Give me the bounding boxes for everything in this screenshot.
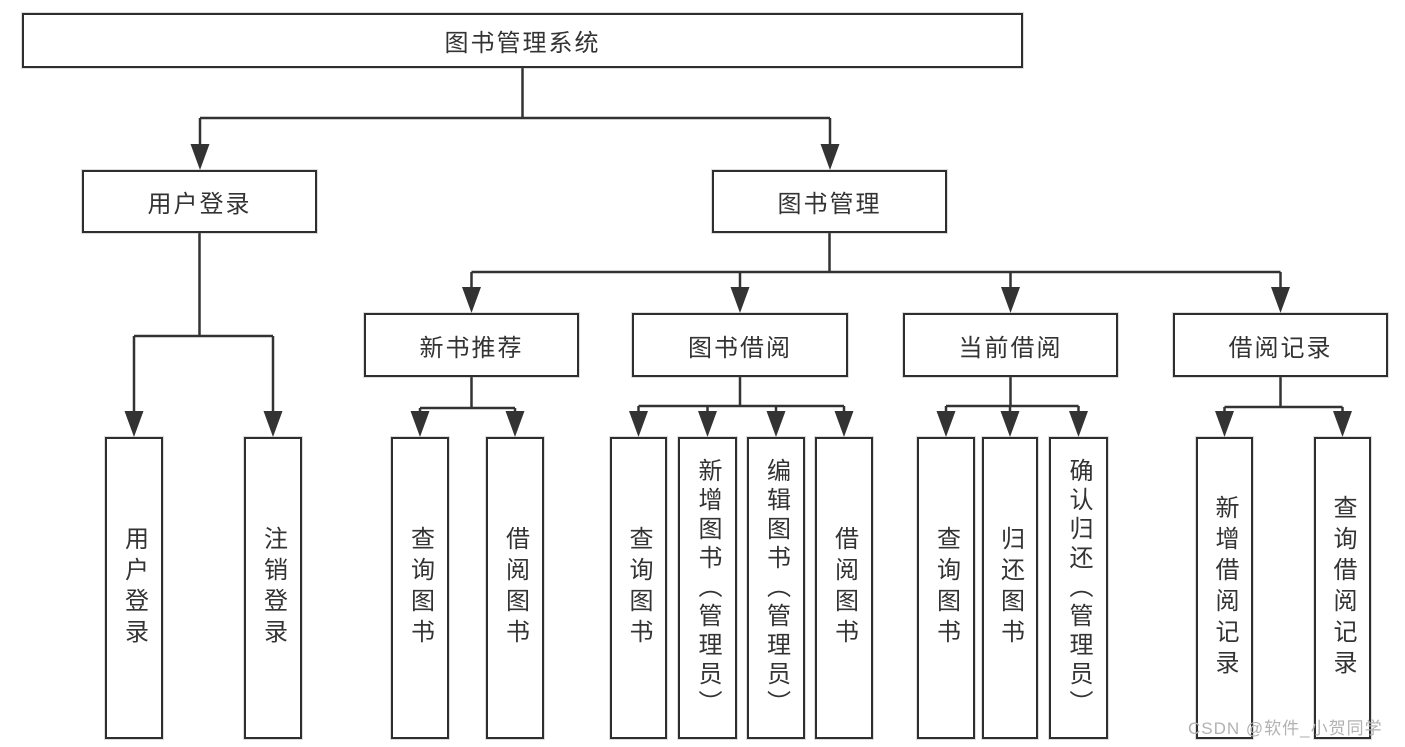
leaf-add-books-admin: 新增图书（管理员）	[678, 437, 737, 739]
leaf-return-books-label: 归还图书	[996, 526, 1024, 650]
node-book-management: 图书管理	[712, 170, 947, 233]
leaf-query-books-current-label: 查询图书	[932, 526, 960, 650]
leaf-borrow-books-borrowing: 借阅图书	[815, 437, 873, 739]
leaf-edit-books-admin-label: 编辑图书（管理员）	[762, 457, 790, 719]
leaf-borrow-books-recommend-label: 借阅图书	[501, 526, 529, 650]
leaf-edit-books-admin: 编辑图书（管理员）	[747, 437, 805, 739]
node-book-borrowing: 图书借阅	[632, 313, 848, 377]
node-borrowing-records: 借阅记录	[1173, 313, 1388, 377]
node-book-borrowing-label: 图书借阅	[688, 334, 792, 362]
csdn-watermark: CSDN @软件_小贺同学	[1188, 719, 1383, 738]
leaf-user-login: 用户登录	[105, 437, 163, 739]
leaf-confirm-return-admin-label: 确认归还（管理员）	[1065, 457, 1092, 719]
leaf-query-books-recommend-label: 查询图书	[406, 526, 434, 650]
leaf-query-borrow-record-label: 查询借阅记录	[1329, 495, 1356, 681]
leaf-add-borrow-record-label: 新增借阅记录	[1211, 495, 1238, 681]
arrowheads	[124, 144, 1352, 437]
leaf-query-books-current: 查询图书	[917, 437, 975, 739]
node-user-login-label: 用户登录	[147, 191, 252, 218]
node-root-system: 图书管理系统	[22, 13, 1023, 68]
leaf-query-borrow-record: 查询借阅记录	[1314, 437, 1371, 739]
leaf-query-books-borrowing-label: 查询图书	[625, 526, 652, 650]
leaf-borrow-books-recommend: 借阅图书	[486, 437, 544, 739]
node-user-login: 用户登录	[82, 170, 317, 233]
leaf-return-books: 归还图书	[982, 437, 1038, 739]
leaf-user-login-label: 用户登录	[120, 526, 148, 650]
node-current-borrowing: 当前借阅	[903, 313, 1118, 377]
leaf-add-borrow-record: 新增借阅记录	[1196, 437, 1253, 739]
node-root-label: 图书管理系统	[444, 30, 601, 57]
node-new-book-recommend-label: 新书推荐	[419, 334, 524, 362]
node-new-book-recommend: 新书推荐	[364, 313, 579, 377]
leaf-add-books-admin-label: 新增图书（管理员）	[694, 457, 721, 719]
leaf-query-books-recommend: 查询图书	[391, 437, 449, 739]
node-book-management-label: 图书管理	[777, 191, 882, 218]
leaf-logout-label: 注销登录	[259, 526, 287, 650]
leaf-borrow-books-borrowing-label: 借阅图书	[830, 526, 858, 650]
leaf-confirm-return-admin: 确认归还（管理员）	[1049, 437, 1108, 739]
node-borrowing-records-label: 借阅记录	[1228, 334, 1333, 362]
leaf-logout: 注销登录	[244, 437, 302, 739]
leaf-query-books-borrowing: 查询图书	[610, 437, 667, 739]
node-current-borrowing-label: 当前借阅	[958, 334, 1063, 362]
